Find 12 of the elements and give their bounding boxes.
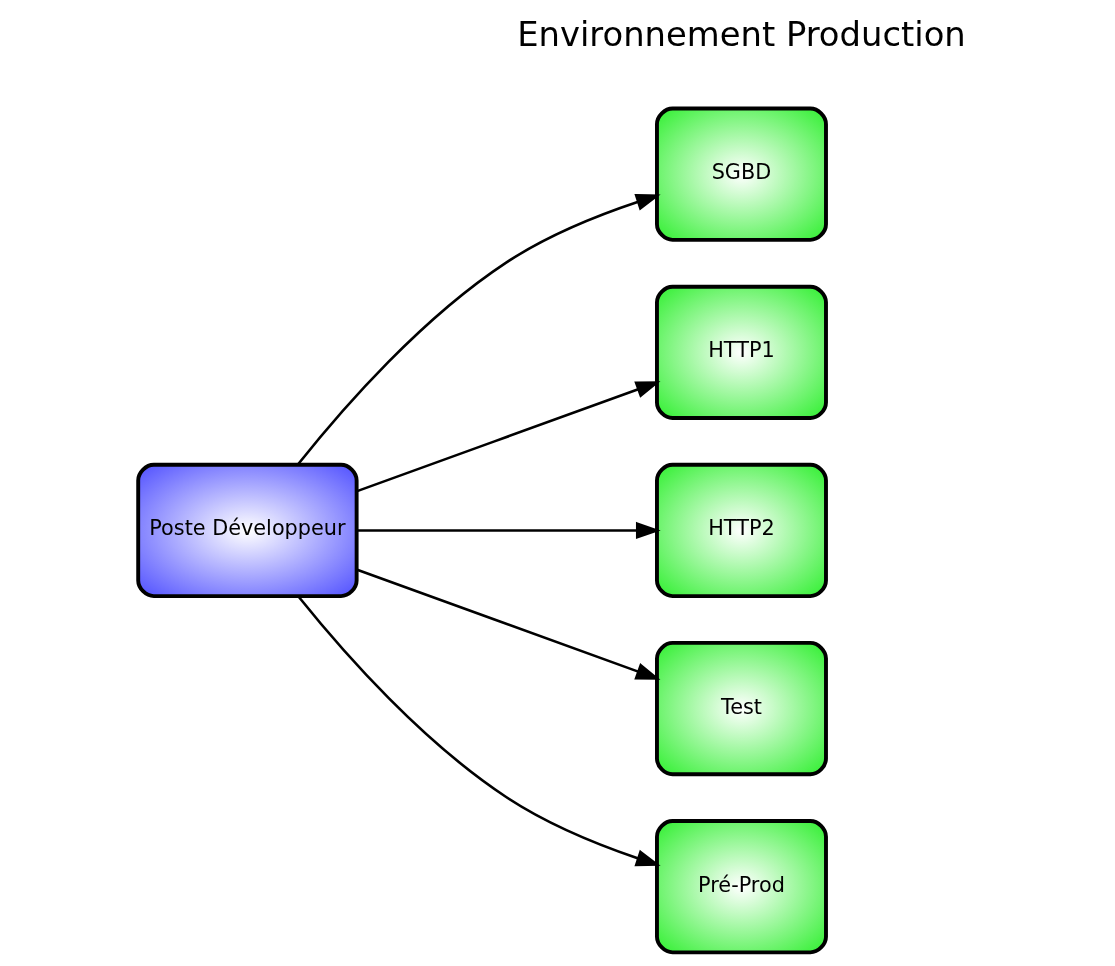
node-box: Poste Développeur (136, 462, 359, 599)
arrow (356, 568, 661, 680)
label: Environnement Production (517, 14, 966, 54)
node-box: Pré-Prod (655, 819, 828, 955)
node-box: HTTP2 (655, 462, 828, 599)
arrow (297, 595, 661, 867)
arrow (357, 521, 661, 540)
node-box: SGBD (655, 106, 828, 242)
node-box: Test (655, 640, 828, 777)
arrow (356, 381, 661, 493)
node-box: HTTP1 (655, 284, 828, 420)
arrow (296, 193, 661, 466)
